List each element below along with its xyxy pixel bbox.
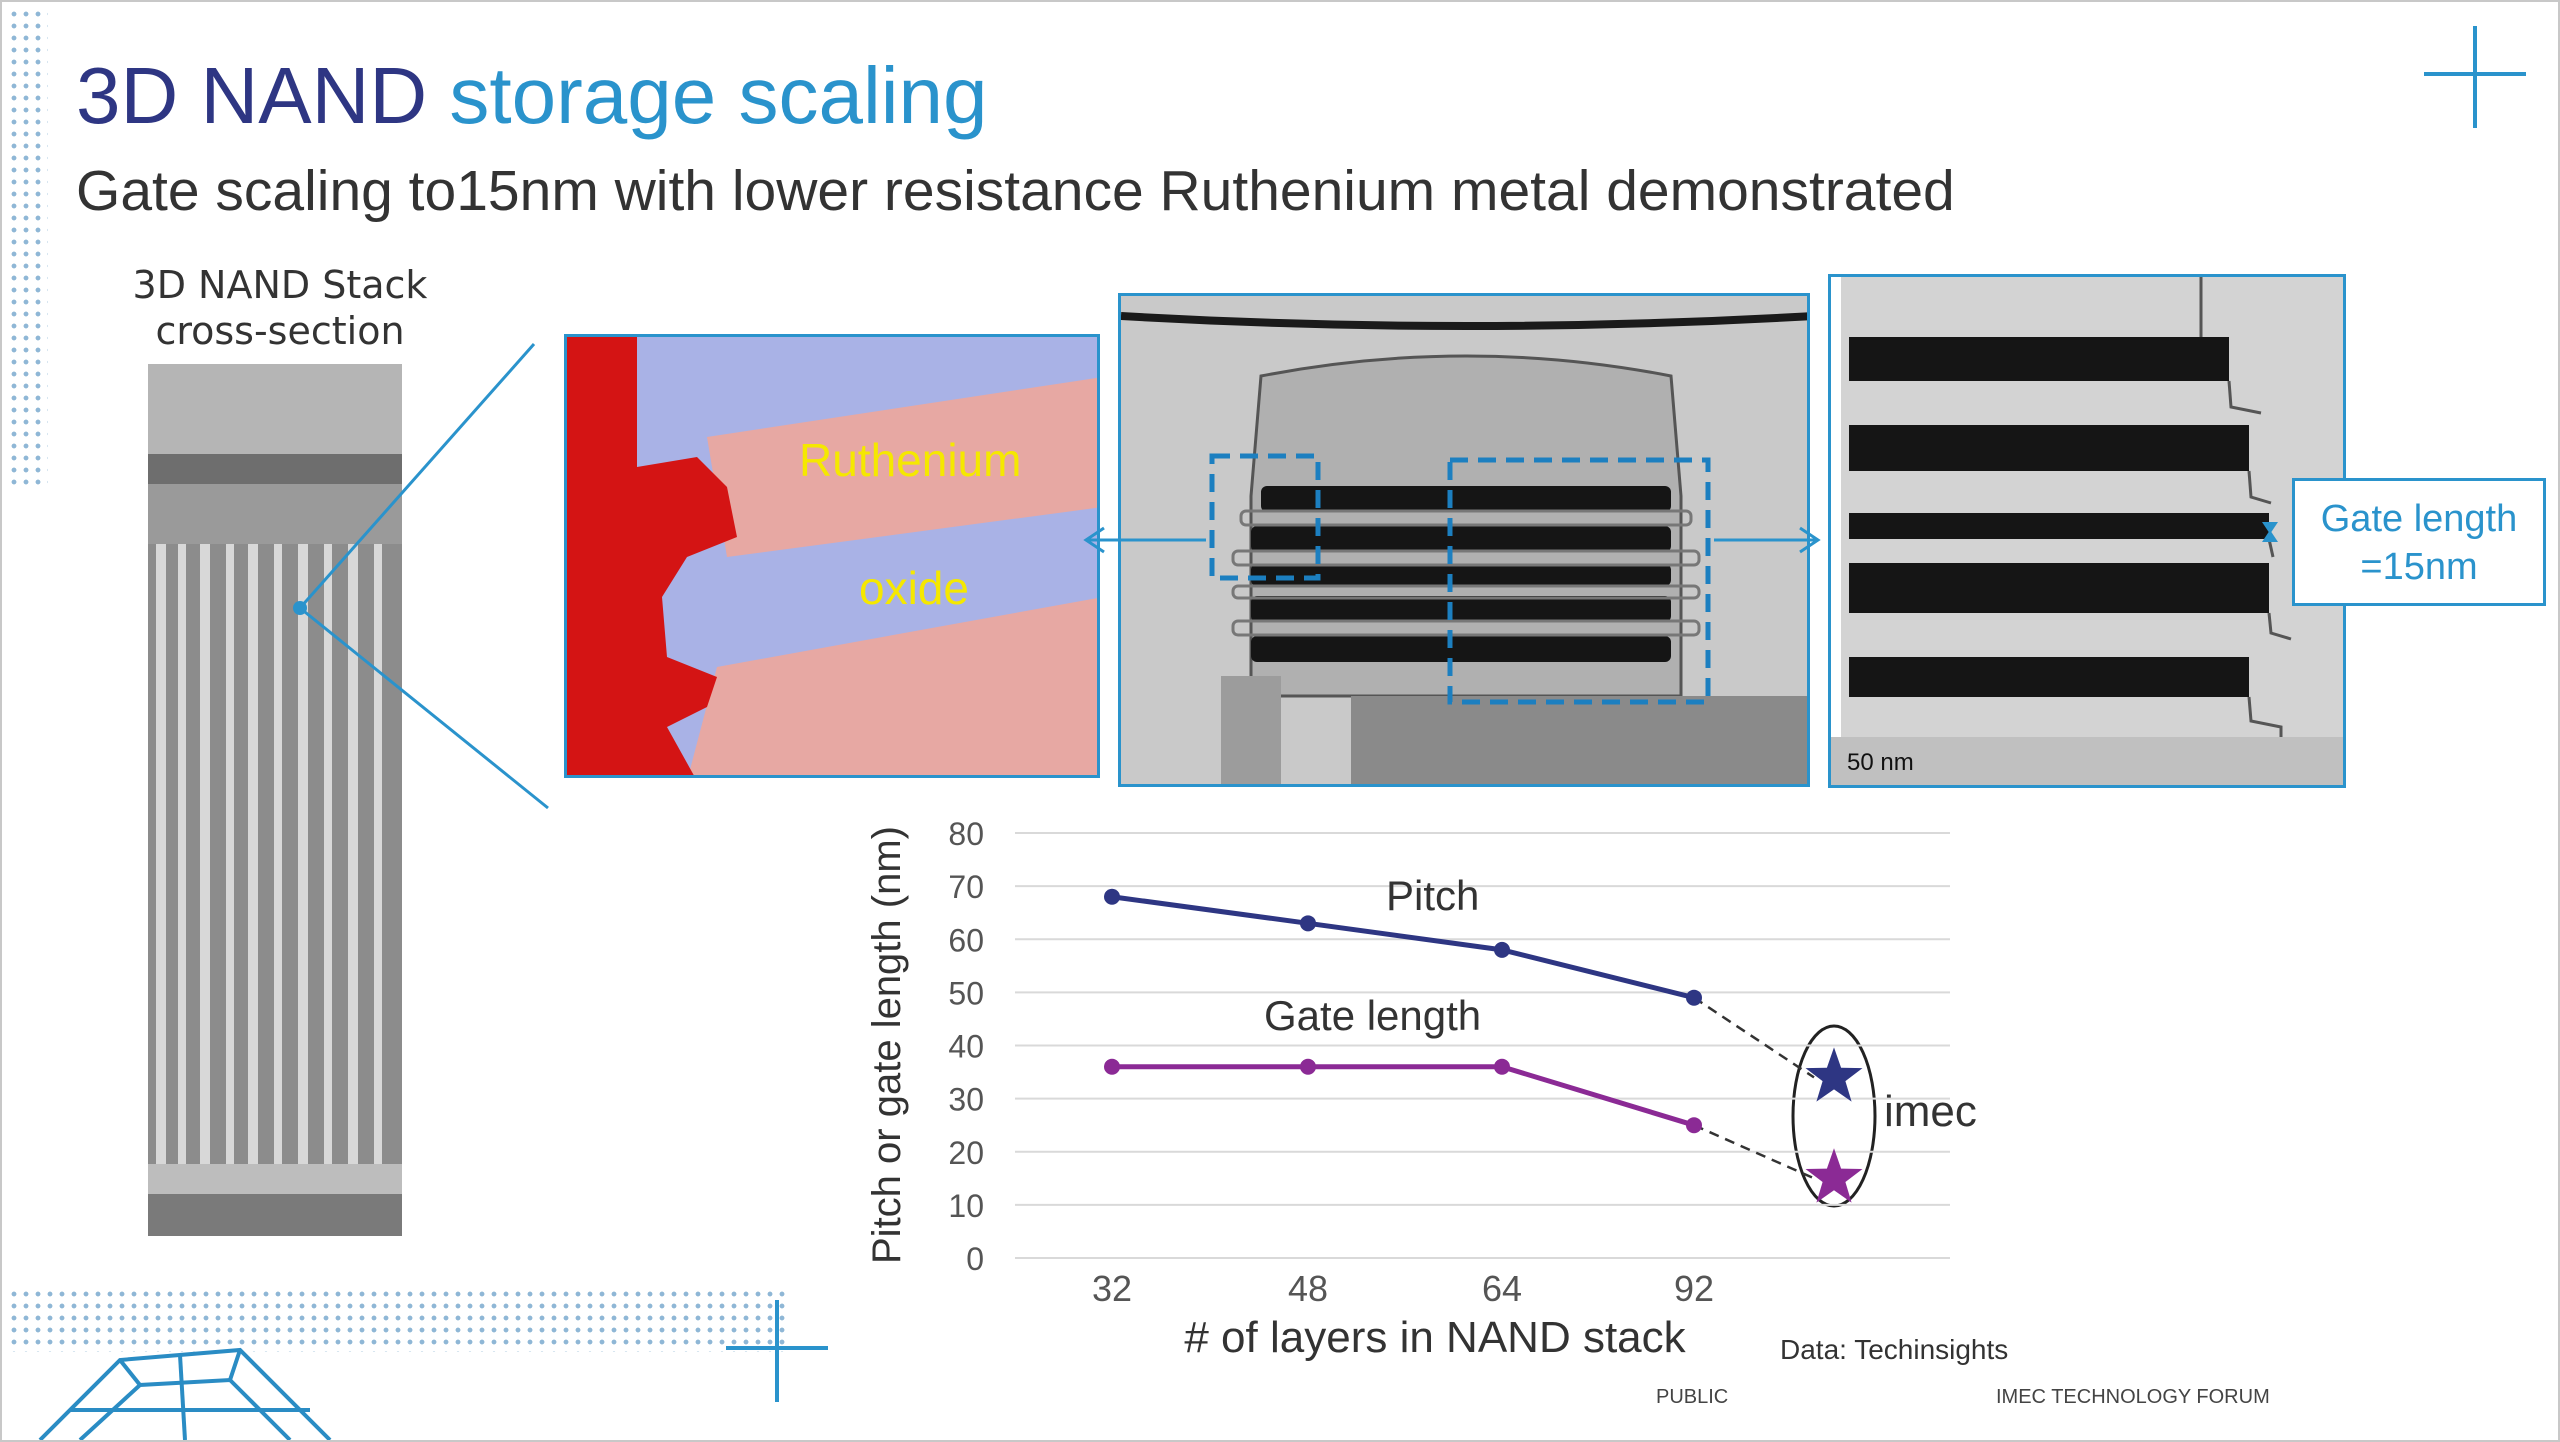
data-point — [1686, 1117, 1702, 1134]
data-point — [1104, 1058, 1120, 1075]
page-title: 3D NAND storage scaling — [76, 56, 988, 136]
footer-forum: IMEC TECHNOLOGY FORUM — [1996, 1386, 2270, 1408]
decor-dot-grid-bottom — [8, 1288, 788, 1352]
series-line-1 — [1112, 1064, 1695, 1128]
data-point — [1300, 915, 1316, 932]
tem-gate-zoom-image: 50 nm — [1828, 274, 2346, 788]
y-tick-label: 40 — [948, 1029, 984, 1065]
chart-y-axis-label: Pitch or gate length (nm) — [865, 826, 909, 1264]
data-source-note: Data: Techinsights — [1780, 1334, 2009, 1365]
stack-caption: 3D NAND Stack cross-section — [110, 262, 450, 354]
label-ruthenium: Ruthenium — [799, 434, 1022, 486]
data-point — [1494, 1058, 1510, 1075]
chart-x-axis-label: # of layers in NAND stack — [1184, 1313, 1686, 1362]
series-label: Gate length — [1264, 992, 1481, 1039]
data-point — [1494, 941, 1510, 958]
page-subtitle: Gate scaling to15nm with lower resistanc… — [76, 159, 1955, 223]
series-label: Pitch — [1386, 872, 1479, 919]
tem-gate-stack-image — [1118, 293, 1810, 787]
gate-callout-line-1: Gate length — [2320, 498, 2518, 540]
data-point — [1104, 888, 1120, 905]
imec-logo-wireframe-icon — [38, 1347, 332, 1440]
projection-highlight-ellipse — [1791, 1024, 1877, 1208]
projection-star-icon — [1805, 1148, 1863, 1203]
chart-projection-label: imec — [1884, 1087, 1977, 1136]
y-tick-label: 50 — [948, 975, 984, 1011]
stack-caption-line-1: 3D NAND Stack — [132, 263, 428, 307]
y-tick-label: 70 — [948, 869, 984, 905]
label-oxide: oxide — [859, 562, 969, 614]
projection-dashed-line — [1693, 996, 1815, 1079]
stack-caption-line-2: cross-section — [155, 309, 405, 353]
data-point — [1300, 1058, 1316, 1075]
decor-cross-bottom-icon — [726, 1300, 828, 1402]
pitch-gate-chart: Pitch or gate length (nm) # of layers in… — [865, 816, 1977, 1362]
y-tick-label: 60 — [948, 922, 984, 958]
gate-callout-line-2: =15nm — [2360, 546, 2478, 588]
scale-bar-label: 50 nm — [1847, 749, 1914, 776]
y-tick-label: 0 — [966, 1241, 984, 1277]
y-tick-label: 80 — [948, 816, 984, 852]
title-part-1: 3D NAND — [76, 51, 428, 140]
footer-public: PUBLIC — [1656, 1386, 1729, 1408]
gate-length-callout: Gate length =15nm — [2292, 478, 2546, 606]
y-tick-label: 20 — [948, 1135, 984, 1171]
projection-star-icon — [1805, 1047, 1863, 1102]
stack-cross-section-image — [148, 364, 402, 1236]
decor-cross-icon — [2424, 26, 2526, 128]
data-point — [1686, 989, 1702, 1006]
x-tick-label: 32 — [1092, 1268, 1132, 1309]
projection-dashed-line — [1693, 1124, 1815, 1180]
y-tick-label: 10 — [948, 1188, 984, 1224]
x-tick-label: 92 — [1674, 1268, 1714, 1309]
x-tick-label: 64 — [1482, 1268, 1522, 1309]
title-part-2: storage scaling — [449, 51, 988, 140]
x-tick-label: 48 — [1288, 1268, 1328, 1309]
decor-dot-grid-left — [8, 8, 48, 488]
series-line-0 — [1111, 894, 1695, 1001]
y-tick-label: 30 — [948, 1082, 984, 1118]
eds-color-map-image: Ruthenium oxide — [564, 334, 1100, 778]
